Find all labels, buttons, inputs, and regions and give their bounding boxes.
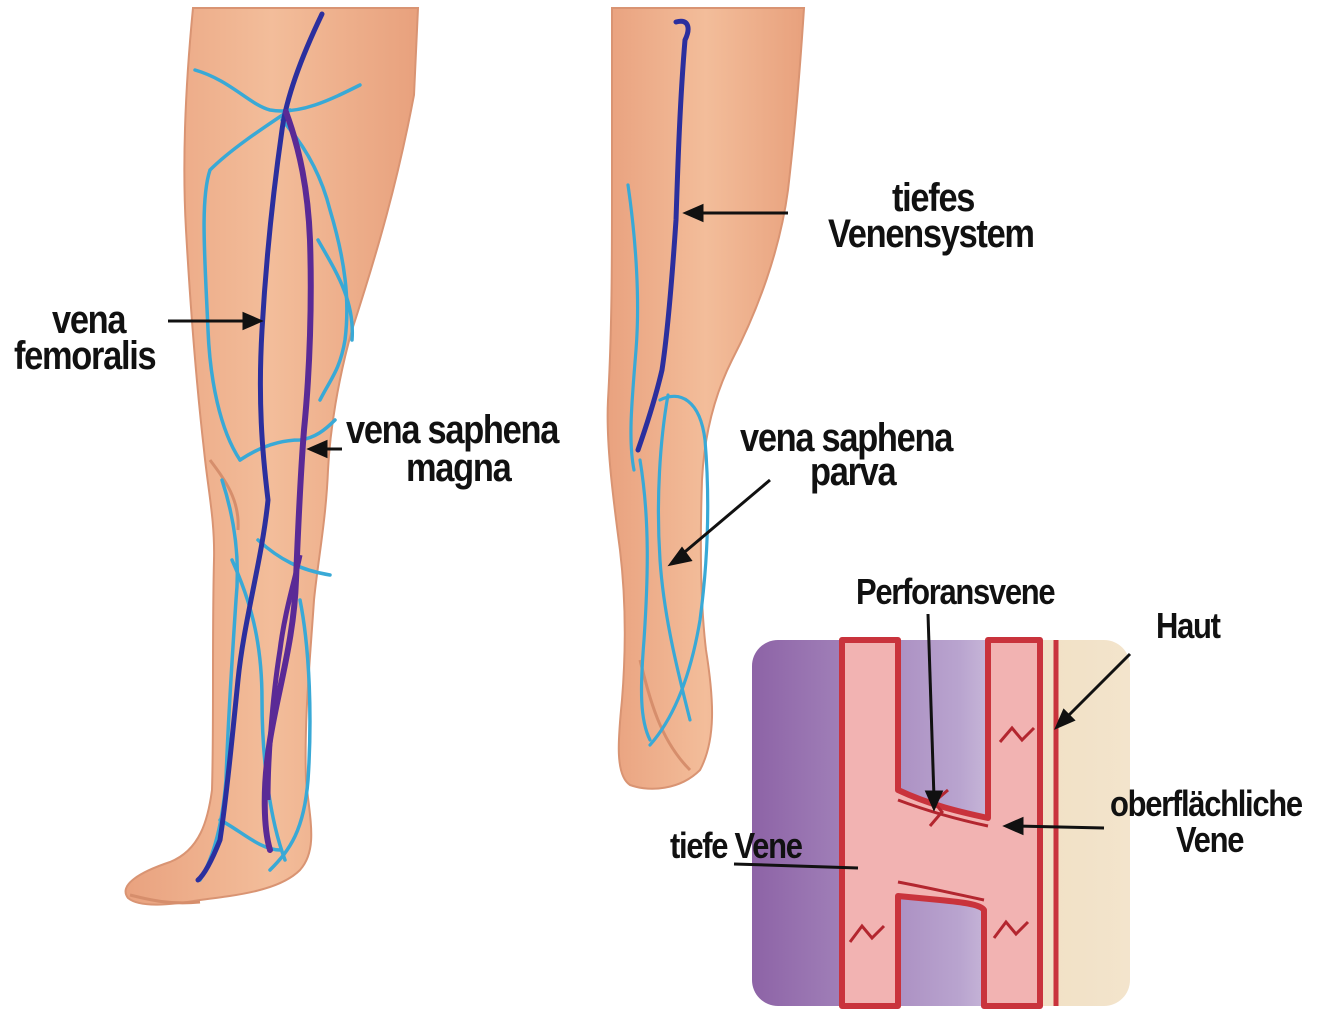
label-vena-femoralis-line2: femoralis — [14, 336, 155, 376]
label-vena-saphena-magna-line2: magna — [406, 448, 510, 488]
label-vena-saphena-magna-line1: vena saphena — [346, 410, 558, 450]
label-oberflaechliche-vene-line1: oberflächliche — [1110, 786, 1302, 822]
label-tiefes-venensystem-line2: Venensystem — [828, 214, 1034, 254]
label-haut: Haut — [1156, 608, 1220, 644]
label-vena-saphena-parva-line2: parva — [810, 452, 895, 492]
vein-inset — [752, 640, 1130, 1006]
label-perforansvene: Perforansvene — [856, 574, 1054, 610]
label-tiefe-vene: tiefe Vene — [670, 828, 802, 864]
label-oberflaechliche-vene-line2: Vene — [1176, 822, 1243, 858]
left-leg-front-view — [126, 8, 418, 905]
